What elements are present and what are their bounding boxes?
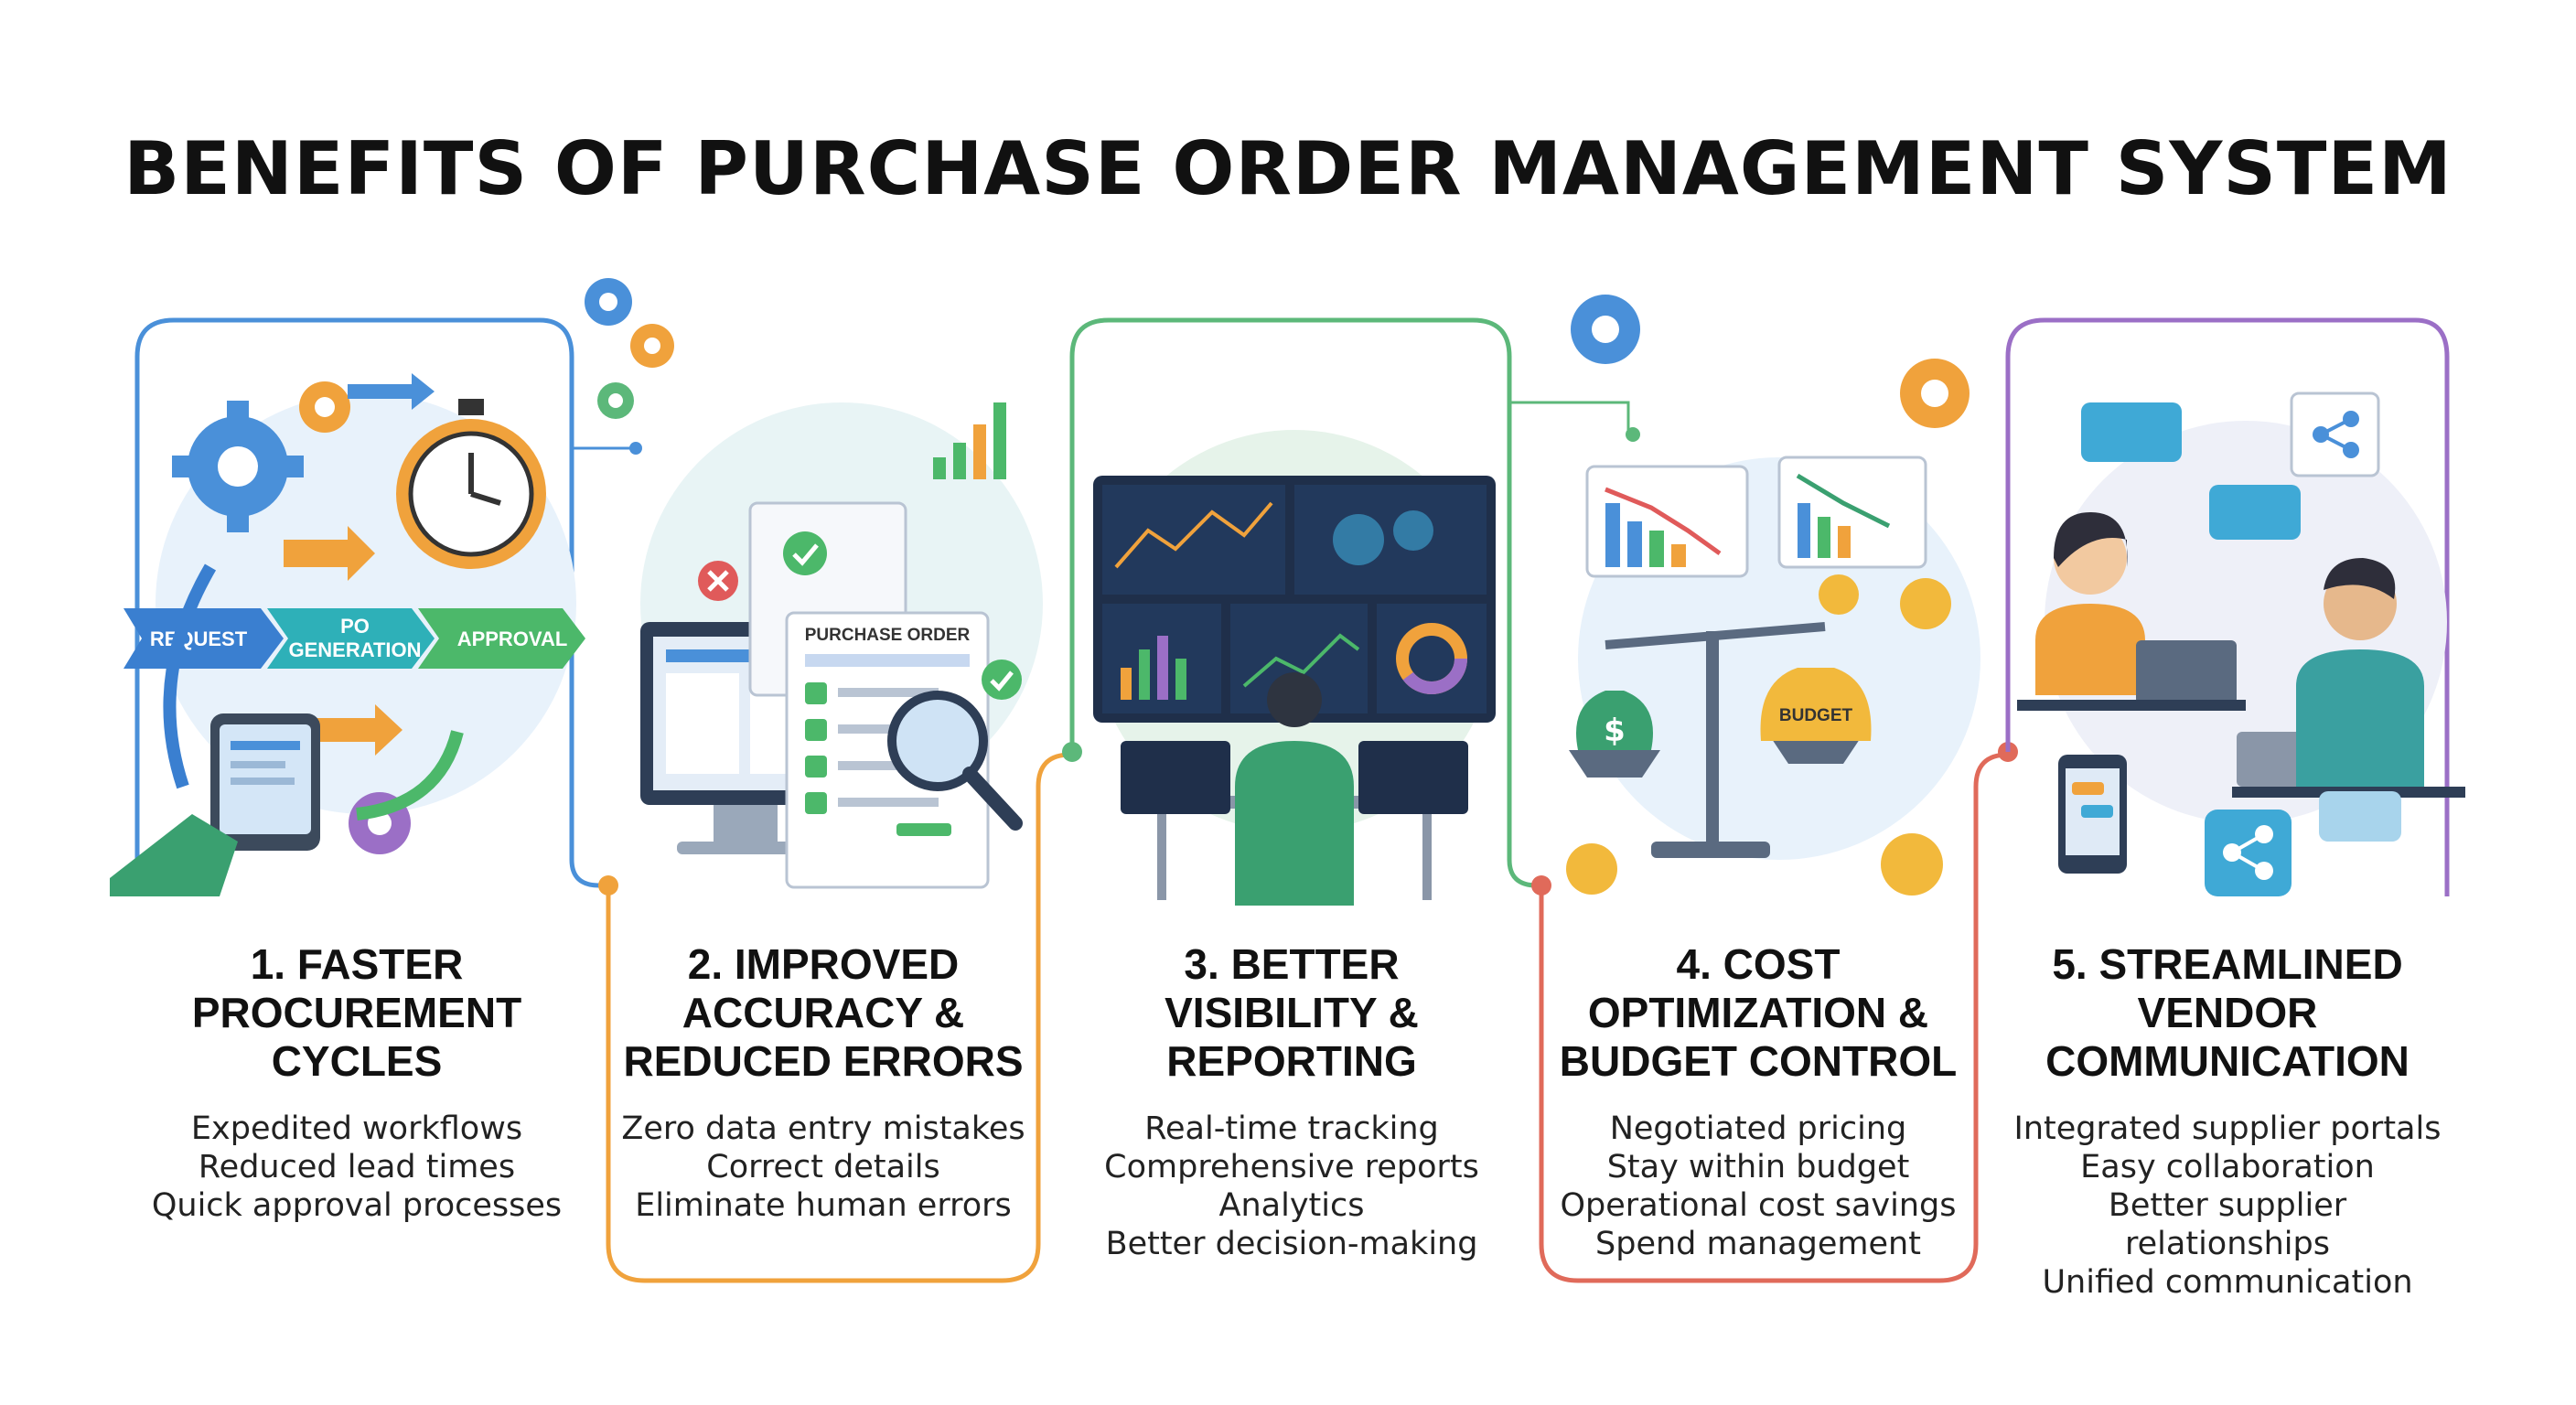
outline-panel-3 xyxy=(1069,317,1541,888)
check-icon xyxy=(982,660,1022,700)
gear-icon xyxy=(1900,359,1970,428)
point: Easy collaboration xyxy=(2080,1149,2375,1185)
process-stages: REQUEST PO GENERATION APPROVAL xyxy=(123,608,585,669)
chat-bubble-icon xyxy=(2319,791,2401,842)
coin-icon xyxy=(1819,574,1859,615)
share-window-icon xyxy=(2290,391,2380,477)
point: Negotiated pricing xyxy=(1609,1110,1907,1147)
outline-panel-2 xyxy=(606,752,1071,1283)
page-title: BENEFITS OF PURCHASE ORDER MANAGEMENT SY… xyxy=(123,126,2453,211)
outline-panel-1 xyxy=(134,317,608,896)
phone-icon xyxy=(2058,755,2127,874)
benefit-points: Integrated supplier portals Easy collabo… xyxy=(2008,1110,2447,1302)
arrow-icon xyxy=(284,526,375,581)
svg-text:$: $ xyxy=(1604,713,1626,749)
benefit-points: Real-time tracking Comprehensive reports… xyxy=(1072,1110,1511,1263)
coin-icon xyxy=(1566,843,1617,895)
stage-po: PO xyxy=(340,615,370,638)
point: Integrated supplier portals xyxy=(2013,1110,2442,1147)
stage-generation: GENERATION xyxy=(288,638,421,661)
outline-panel-5 xyxy=(2005,317,2450,896)
gear-icon xyxy=(1571,295,1640,364)
benefit-points: Zero data entry mistakes Correct details… xyxy=(604,1110,1043,1225)
gear-icon xyxy=(585,278,632,326)
budget-label: BUDGET xyxy=(1779,706,1853,725)
point: Zero data entry mistakes xyxy=(621,1110,1025,1147)
panel-5-illustration xyxy=(2017,391,2465,896)
point: Eliminate human errors xyxy=(635,1187,1012,1224)
point: Better decision-making xyxy=(1105,1226,1478,1262)
bar-chart-icon xyxy=(933,402,1006,479)
share-icon xyxy=(2205,810,2292,896)
point: Stay within budget xyxy=(1606,1149,1910,1185)
cycle-arrow xyxy=(356,730,464,820)
point: Real-time tracking xyxy=(1144,1110,1439,1147)
gear-icon xyxy=(172,401,304,532)
cycle-arrow xyxy=(163,563,217,789)
point: Unified communication xyxy=(2042,1264,2413,1301)
panel-1-illustration: REQUEST PO GENERATION APPROVAL xyxy=(110,373,585,896)
dashboard-screens xyxy=(1093,476,1496,723)
arrow-icon xyxy=(302,704,402,756)
chat-bubble-icon xyxy=(2081,402,2301,540)
panel-2-illustration: PURCHASE ORDER xyxy=(640,402,1043,889)
gear-icon xyxy=(299,381,350,433)
point: Expedited workflows xyxy=(190,1110,523,1147)
panel-3-illustration xyxy=(1093,430,1496,906)
money-bag-icon: $ xyxy=(1576,691,1653,750)
balance-scale xyxy=(1569,622,1862,858)
benefit-points: Expedited workflows Reduced lead times Q… xyxy=(137,1110,576,1225)
stage-request: REQUEST xyxy=(150,627,248,650)
stopwatch-icon xyxy=(396,399,546,569)
person-figure xyxy=(1235,672,1354,906)
budget-bag-icon: BUDGET xyxy=(1760,668,1872,741)
hand-sleeve xyxy=(110,814,238,896)
desk xyxy=(1121,741,1468,900)
magnifier-icon xyxy=(887,691,1023,831)
coin-icon xyxy=(1900,578,1951,629)
purchase-order-document: PURCHASE ORDER xyxy=(748,501,990,889)
person-woman xyxy=(2035,512,2145,695)
point: Analytics xyxy=(1218,1187,1365,1224)
point: Correct details xyxy=(706,1149,940,1185)
point: Better supplier relationships xyxy=(2108,1187,2347,1262)
point: Comprehensive reports xyxy=(1104,1149,1479,1185)
gear-icon xyxy=(630,324,674,368)
point: Operational cost savings xyxy=(1560,1187,1957,1224)
document-title: PURCHASE ORDER xyxy=(805,626,971,645)
gear-icon xyxy=(597,382,634,419)
stage-approval: APPROVAL xyxy=(457,627,568,650)
person-man xyxy=(2296,558,2424,787)
panel-4-illustration: $ BUDGET xyxy=(1566,295,1980,896)
outline-panel-4 xyxy=(1539,752,2009,1283)
panel-1-gears xyxy=(585,278,674,419)
coin-icon xyxy=(1881,833,1943,896)
arrow-icon xyxy=(348,373,435,410)
tablet-icon xyxy=(210,713,320,851)
point: Quick approval processes xyxy=(151,1187,563,1224)
point: Spend management xyxy=(1595,1226,1921,1262)
declining-chart xyxy=(1585,456,1927,578)
point: Reduced lead times xyxy=(198,1149,516,1185)
check-icon xyxy=(783,531,827,575)
benefit-points: Negotiated pricing Stay within budget Op… xyxy=(1539,1110,1978,1263)
